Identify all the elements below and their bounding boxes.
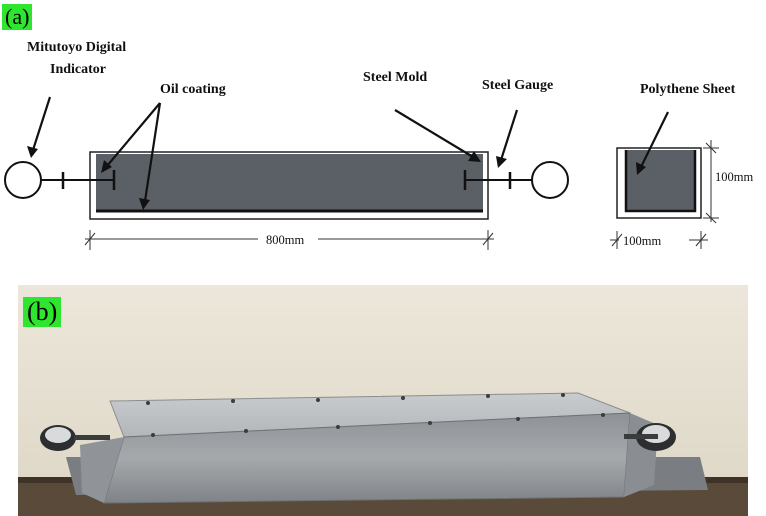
polythene-sheet-label: Polythene Sheet	[640, 82, 736, 97]
oil-coating-arrowhead-1	[101, 160, 112, 173]
right-digital-indicator	[531, 161, 569, 199]
bolt	[486, 394, 490, 398]
leader-arrows	[27, 96, 669, 210]
left-dial-stem	[74, 435, 110, 440]
bolt	[601, 413, 605, 417]
polythene-sheet-outline	[624, 150, 697, 213]
width-dimension-slash-left	[611, 233, 623, 247]
length-dimension-slash-right	[482, 232, 494, 246]
mold-left-end-plate	[80, 437, 124, 503]
bolt	[428, 421, 432, 425]
panel-a-tag: (a)	[2, 4, 33, 30]
polythene-leader-arrow	[640, 111, 669, 168]
panel-b-tag: (b)	[23, 297, 62, 327]
right-dial-stem	[624, 434, 658, 439]
bolt	[336, 425, 340, 429]
specimen-photo	[18, 285, 748, 516]
mold-bolts	[146, 393, 605, 437]
bolt	[231, 399, 235, 403]
left-digital-indicator	[4, 161, 42, 199]
polythene-arrowhead	[636, 162, 646, 175]
steel-gauge-arrowhead	[496, 156, 507, 168]
oil-coating-label: Oil coating	[160, 82, 226, 97]
bolt	[516, 417, 520, 421]
width-dimension-label: 100mm	[623, 234, 662, 248]
left-dial-face	[45, 427, 71, 443]
indicator-label-line2: Indicator	[50, 62, 106, 77]
steel-mold-arrowhead	[468, 151, 481, 162]
width-dimension-slash-right	[695, 233, 707, 247]
indicator-arrowhead	[27, 146, 38, 158]
bolt	[151, 433, 155, 437]
length-dimension-slash-left	[84, 232, 96, 246]
bolt	[244, 429, 248, 433]
indicator-label-line1: Mitutoyo Digital	[27, 40, 127, 55]
bolt	[146, 401, 150, 405]
steel-gauge-leader-arrow	[499, 109, 519, 161]
steel-mold-leader-arrow	[394, 109, 474, 158]
concrete-specimen	[96, 154, 483, 211]
height-dimension-slash-top	[705, 142, 717, 154]
oil-coating-leader-arrow-1	[106, 102, 161, 167]
bolt	[401, 396, 405, 400]
height-dimension-slash-bottom	[705, 212, 717, 224]
height-dimension-label: 100mm	[715, 170, 754, 184]
length-dimension-label: 800mm	[266, 233, 305, 247]
steel-mold-label: Steel Mold	[363, 70, 428, 85]
bolt	[316, 398, 320, 402]
indicator-leader-arrow	[31, 96, 52, 151]
oil-coating-arrowhead-2	[139, 198, 150, 210]
bolt	[561, 393, 565, 397]
oil-coating-leader-arrow-2	[143, 102, 162, 202]
left-dial-indicator	[40, 425, 110, 451]
steel-gauge-label: Steel Gauge	[482, 78, 554, 93]
cross-section-concrete	[626, 150, 695, 210]
schematic-diagram	[4, 96, 719, 250]
right-dial-indicator	[624, 423, 676, 451]
